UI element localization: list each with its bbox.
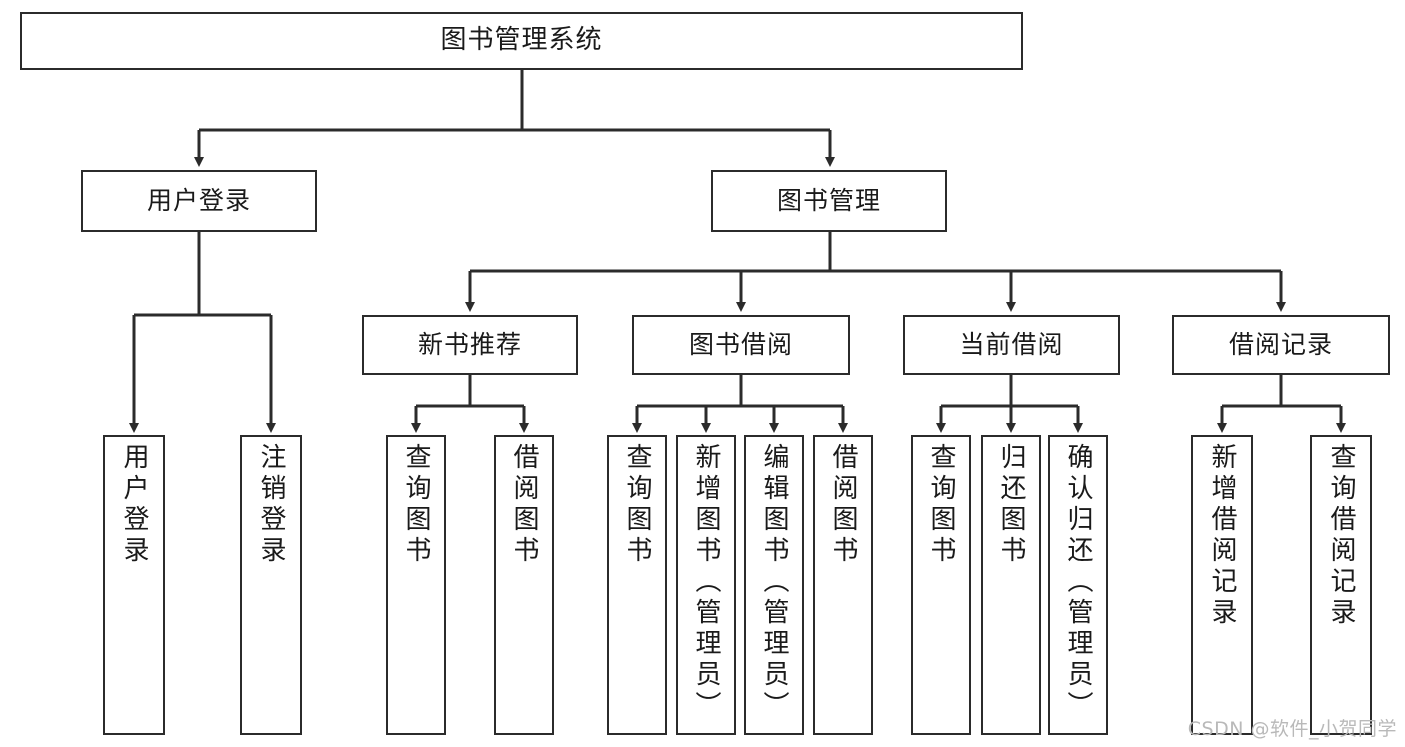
node-label: 用户登录 <box>146 186 251 215</box>
node-new-book-recommend[interactable]: 新书推荐 <box>362 315 578 375</box>
node-label: 新书推荐 <box>417 330 522 359</box>
node-borrow-record[interactable]: 借阅记录 <box>1172 315 1390 375</box>
node-leaf-return-book[interactable]: 归还图书 <box>981 435 1041 735</box>
node-leaf-edit-book-admin[interactable]: 编辑图书（管理员） <box>744 435 804 735</box>
node-leaf-borrow-book[interactable]: 借阅图书 <box>813 435 873 735</box>
node-leaf-user-login[interactable]: 用户登录 <box>103 435 165 735</box>
node-label: 编辑图书（管理员） <box>759 443 789 722</box>
node-label: 查询图书 <box>926 443 956 567</box>
node-leaf-add-borrow-record[interactable]: 新增借阅记录 <box>1191 435 1253 735</box>
node-label: 注销登录 <box>256 443 286 567</box>
node-label: 图书借阅 <box>688 330 793 359</box>
node-label: 归还图书 <box>996 443 1026 567</box>
node-label: 图书管理 <box>776 186 881 215</box>
node-label: 查询图书 <box>401 443 431 567</box>
node-label: 新增图书（管理员） <box>691 443 721 722</box>
node-label: 查询借阅记录 <box>1326 443 1356 629</box>
node-root-book-management-system[interactable]: 图书管理系统 <box>20 12 1023 70</box>
node-book-borrow[interactable]: 图书借阅 <box>632 315 850 375</box>
node-user-login[interactable]: 用户登录 <box>81 170 317 232</box>
node-leaf-borrow-book-recommend[interactable]: 借阅图书 <box>494 435 554 735</box>
node-leaf-logout[interactable]: 注销登录 <box>240 435 302 735</box>
node-label: 当前借阅 <box>959 330 1064 359</box>
node-leaf-query-book-borrow[interactable]: 查询图书 <box>607 435 667 735</box>
node-leaf-add-book-admin[interactable]: 新增图书（管理员） <box>676 435 736 735</box>
node-label: 借阅记录 <box>1228 330 1333 359</box>
node-label: 用户登录 <box>119 443 149 567</box>
node-label: 借阅图书 <box>828 443 858 567</box>
node-label: 借阅图书 <box>509 443 539 567</box>
node-leaf-query-book-recommend[interactable]: 查询图书 <box>386 435 446 735</box>
node-book-management[interactable]: 图书管理 <box>711 170 947 232</box>
node-label: 图书管理系统 <box>440 25 603 56</box>
node-current-borrow[interactable]: 当前借阅 <box>903 315 1120 375</box>
node-leaf-confirm-return-admin[interactable]: 确认归还（管理员） <box>1048 435 1108 735</box>
node-label: 新增借阅记录 <box>1207 443 1237 629</box>
node-label: 查询图书 <box>622 443 652 567</box>
node-leaf-query-book-current[interactable]: 查询图书 <box>911 435 971 735</box>
node-label: 确认归还（管理员） <box>1063 443 1093 722</box>
node-leaf-query-borrow-record[interactable]: 查询借阅记录 <box>1310 435 1372 735</box>
